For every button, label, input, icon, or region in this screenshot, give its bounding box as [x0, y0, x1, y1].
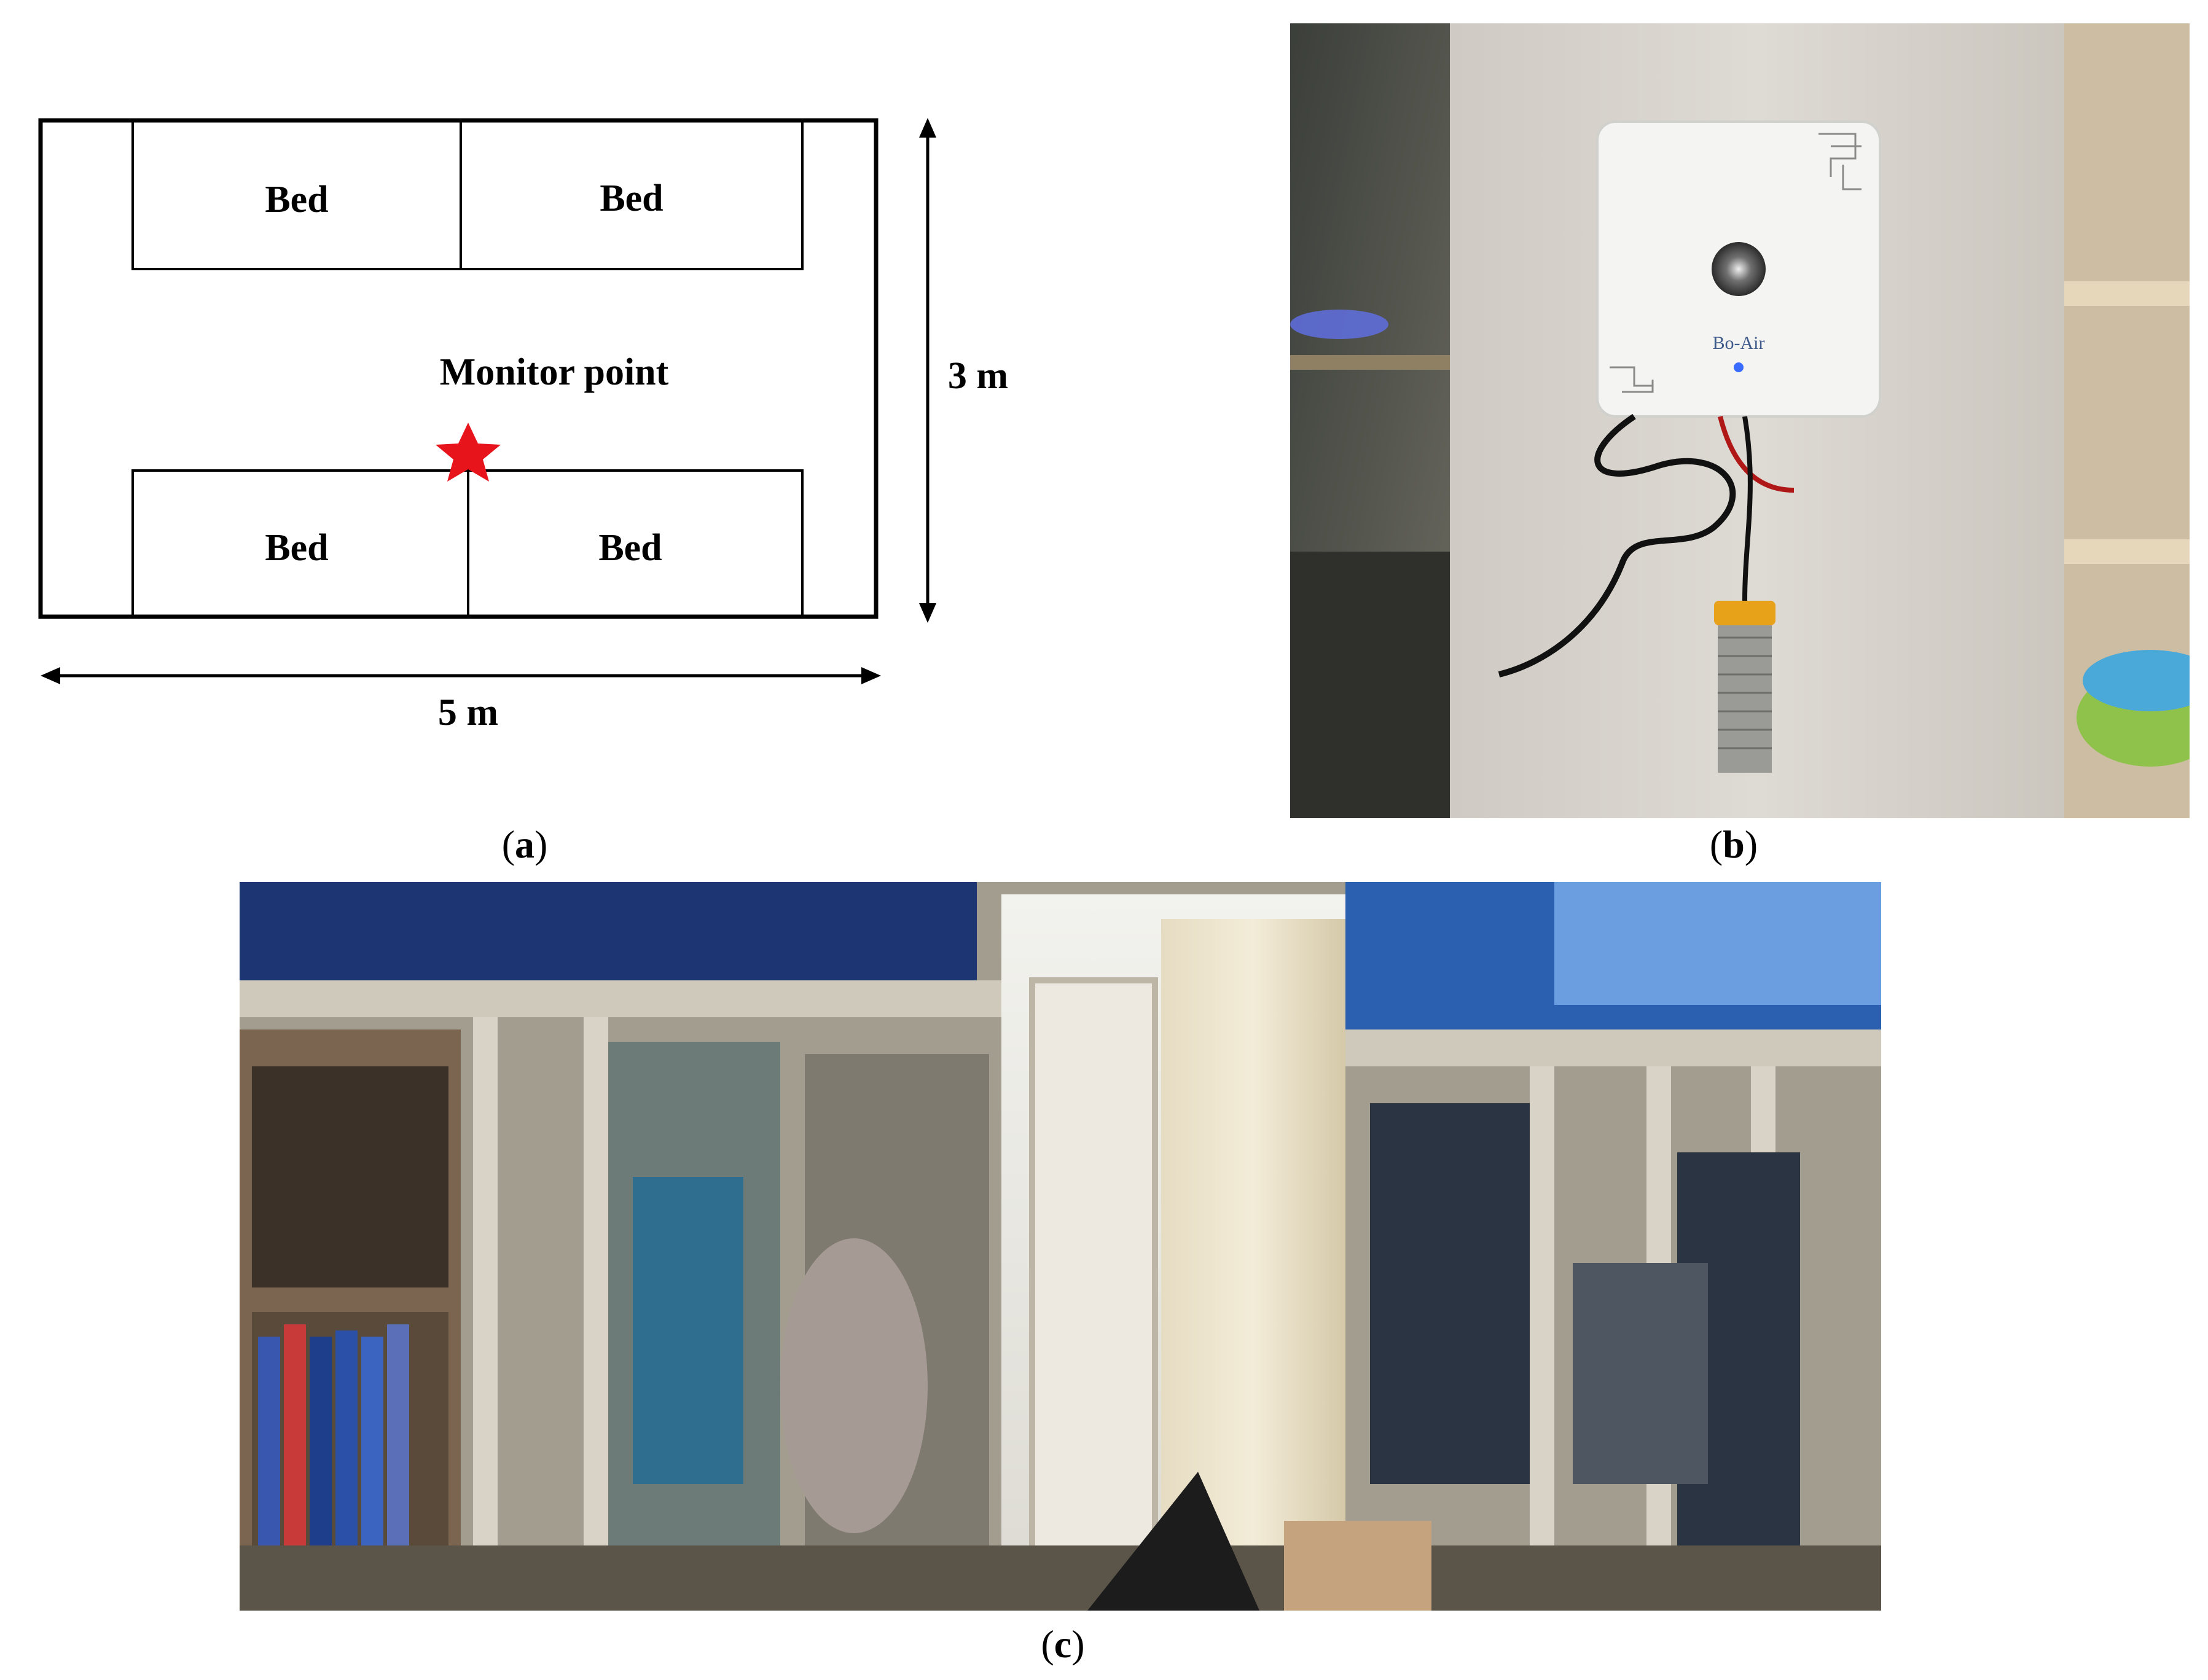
- bed-label: Bed: [265, 179, 328, 221]
- height-dimension-label: 3 m: [948, 355, 1008, 397]
- caption-b: (b): [1709, 822, 1758, 866]
- sensor-device-photo: Bo-Air: [1290, 23, 2190, 818]
- sensor-device-illustration: Bo-Air: [1290, 23, 2190, 818]
- caption-a: (a): [501, 822, 548, 866]
- width-dimension-label: 5 m: [438, 692, 498, 733]
- caption-c: (c): [1041, 1622, 1085, 1666]
- monitor-point-label: Monitor point: [440, 351, 669, 393]
- bed-label: Bed: [600, 178, 663, 219]
- floor-plan-diagram: Bed Bed Bed Bed Monitor point 3 m 5 m: [38, 118, 1008, 733]
- bed-bottom-right: [467, 469, 804, 618]
- dormitory-room-photo: [240, 882, 1881, 1611]
- height-dimension-arrow: [919, 118, 936, 623]
- bed-label: Bed: [265, 527, 328, 569]
- width-dimension-arrow: [41, 667, 881, 684]
- monitor-point-star-icon: [436, 423, 501, 482]
- bed-label: Bed: [598, 527, 662, 569]
- bed-top-right: [460, 119, 804, 270]
- dormitory-room-illustration: [240, 882, 1881, 1611]
- device-brand-label: Bo-Air: [1713, 333, 1765, 353]
